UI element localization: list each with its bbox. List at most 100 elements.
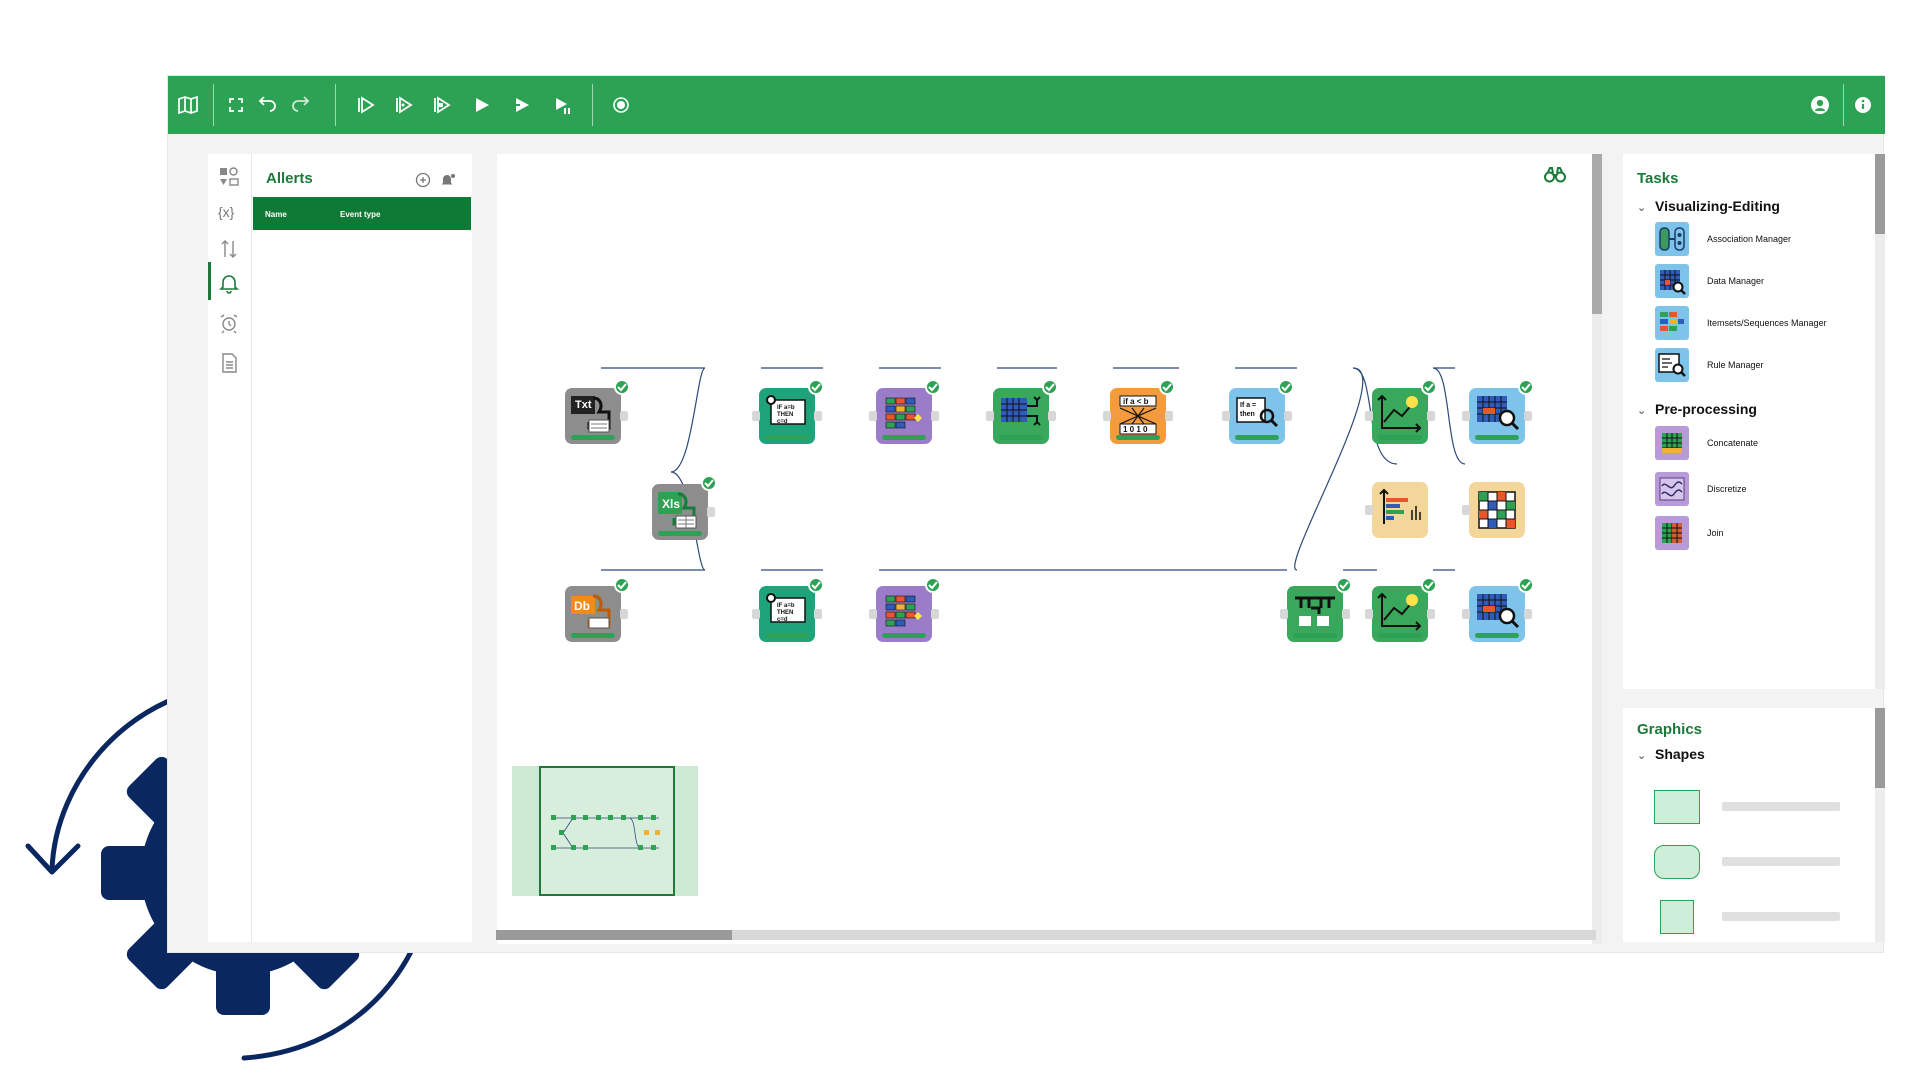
node-plot-2[interactable] <box>1365 577 1437 642</box>
success-check-icon <box>1278 379 1294 395</box>
node-status-bar <box>571 633 615 638</box>
node-split-data[interactable] <box>986 379 1058 444</box>
section-visualizing-editing[interactable]: ⌄Visualizing-Editing <box>1637 198 1780 214</box>
run-from-icon[interactable] <box>430 93 454 117</box>
node-db-reader[interactable]: Db <box>565 577 630 642</box>
task-concatenate[interactable]: Concatenate <box>1655 426 1875 460</box>
shape-rectangle[interactable] <box>1654 790 1700 824</box>
node-label: if a < b <box>1123 397 1149 406</box>
output-port[interactable] <box>620 609 628 619</box>
output-port[interactable] <box>1284 411 1292 421</box>
canvas-vertical-scrollbar[interactable] <box>1592 154 1602 944</box>
info-icon[interactable] <box>1851 93 1875 117</box>
binoculars-icon[interactable] <box>1544 166 1566 184</box>
chevron-down-icon: ⌄ <box>1637 750 1647 762</box>
minimap-viewport[interactable] <box>539 766 675 896</box>
shape-rounded-rectangle[interactable] <box>1654 845 1700 879</box>
node-plot-1[interactable] <box>1365 379 1437 444</box>
node-rule-viewer[interactable]: If a = then <box>1222 379 1294 444</box>
fullscreen-icon[interactable] <box>224 93 248 117</box>
input-port[interactable] <box>1103 411 1111 421</box>
node-bar-chart[interactable] <box>1365 482 1428 538</box>
run-selected-icon[interactable] <box>510 93 534 117</box>
node-itemsets-2[interactable] <box>869 577 941 642</box>
tasks-scrollbar[interactable] <box>1875 154 1885 689</box>
task-label: Discretize <box>1707 484 1747 494</box>
node-if-a-less-b[interactable]: if a < b 1 0 1 0 <box>1103 379 1175 444</box>
task-data-manager[interactable]: Data Manager <box>1655 264 1875 298</box>
node-filter[interactable] <box>1280 577 1352 642</box>
output-port[interactable] <box>707 507 715 517</box>
graphics-scrollbar[interactable] <box>1875 708 1885 942</box>
undo-icon[interactable] <box>256 93 280 117</box>
input-port[interactable] <box>1280 609 1288 619</box>
output-port[interactable] <box>814 411 822 421</box>
task-label: Join <box>1707 528 1724 538</box>
input-port[interactable] <box>1365 609 1373 619</box>
bell-settings-icon[interactable] <box>440 172 456 188</box>
input-port[interactable] <box>1462 411 1470 421</box>
input-port[interactable] <box>1462 505 1470 515</box>
user-icon[interactable] <box>1808 93 1832 117</box>
redo-icon[interactable] <box>288 93 312 117</box>
map-icon[interactable] <box>176 93 200 117</box>
task-rule-manager[interactable]: Rule Manager <box>1655 348 1875 382</box>
output-port[interactable] <box>1524 411 1532 421</box>
tasks-scroll-thumb[interactable] <box>1875 154 1885 234</box>
column-header-event-type[interactable]: Event type <box>340 210 381 219</box>
input-port[interactable] <box>1365 411 1373 421</box>
node-data-viewer-2[interactable] <box>1462 577 1534 642</box>
output-port[interactable] <box>931 411 939 421</box>
output-port[interactable] <box>1427 609 1435 619</box>
output-port[interactable] <box>1342 609 1350 619</box>
document-icon[interactable] <box>218 352 242 376</box>
node-data-viewer-1[interactable] <box>1462 379 1534 444</box>
output-port[interactable] <box>1524 609 1532 619</box>
run-all-icon[interactable] <box>470 93 494 117</box>
input-port[interactable] <box>1462 609 1470 619</box>
bell-icon[interactable] <box>218 272 242 296</box>
task-association-manager[interactable]: Association Manager <box>1655 222 1875 256</box>
canvas-horizontal-scroll-thumb[interactable] <box>496 930 732 940</box>
add-circle-icon[interactable] <box>415 172 431 188</box>
input-port[interactable] <box>869 411 877 421</box>
input-port[interactable] <box>752 609 760 619</box>
record-icon[interactable] <box>609 93 633 117</box>
tasks-icon[interactable] <box>218 166 242 190</box>
output-port[interactable] <box>1048 411 1056 421</box>
node-txt-reader[interactable]: Txt <box>565 379 630 444</box>
output-port[interactable] <box>1427 411 1435 421</box>
column-header-name[interactable]: Name <box>265 210 287 219</box>
task-discretize[interactable]: Discretize <box>1655 472 1875 506</box>
input-port[interactable] <box>1222 411 1230 421</box>
graphics-scroll-thumb[interactable] <box>1875 708 1885 788</box>
transfer-icon[interactable] <box>218 238 242 262</box>
run-step-icon[interactable] <box>354 93 378 117</box>
output-port[interactable] <box>814 609 822 619</box>
chevron-down-icon: ⌄ <box>1637 405 1647 417</box>
canvas-vertical-scroll-thumb[interactable] <box>1592 154 1602 314</box>
input-port[interactable] <box>1365 505 1373 515</box>
shape-square[interactable] <box>1654 900 1700 934</box>
input-port[interactable] <box>752 411 760 421</box>
output-port[interactable] <box>931 609 939 619</box>
node-xls-reader[interactable]: Xls <box>652 475 717 540</box>
run-pause-icon[interactable] <box>550 93 574 117</box>
alarm-icon[interactable] <box>218 312 242 336</box>
node-heatmap[interactable] <box>1462 482 1525 538</box>
node-itemsets-1[interactable] <box>869 379 941 444</box>
canvas-horizontal-scrollbar[interactable] <box>496 930 1596 940</box>
output-port[interactable] <box>620 411 628 421</box>
task-join[interactable]: Join <box>1655 516 1875 550</box>
task-itemsets-sequences-manager[interactable]: Itemsets/Sequences Manager <box>1655 306 1875 340</box>
section-shapes[interactable]: ⌄Shapes <box>1637 746 1705 762</box>
variables-icon[interactable]: {x} <box>218 204 242 228</box>
section-pre-processing[interactable]: ⌄Pre-processing <box>1637 401 1757 417</box>
node-rule-induction-1[interactable]: IF a=b THEN c=d <box>752 379 824 444</box>
output-port[interactable] <box>1165 411 1173 421</box>
node-rule-induction-2[interactable]: IF a=b THEN c=d <box>752 577 824 642</box>
input-port[interactable] <box>869 609 877 619</box>
input-port[interactable] <box>986 411 994 421</box>
run-to-icon[interactable] <box>392 93 416 117</box>
shape-label-placeholder <box>1722 857 1840 866</box>
